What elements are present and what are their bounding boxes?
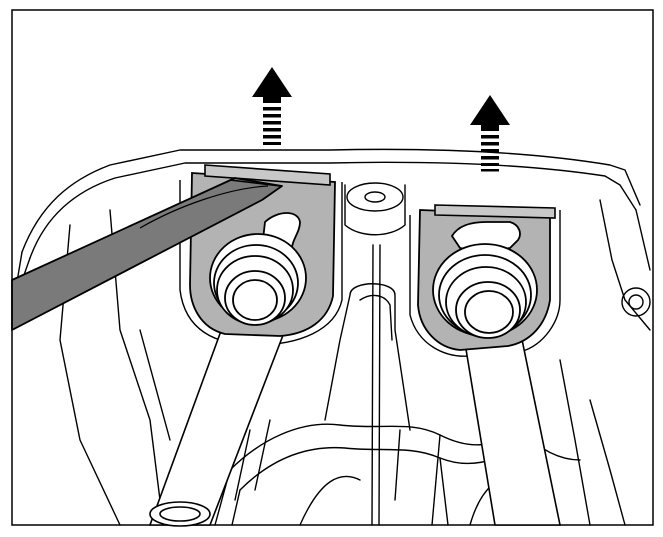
- screwdriver-icon: [11, 177, 283, 331]
- housing-right-pillar: [559, 359, 626, 526]
- center-boss-top: [346, 182, 404, 212]
- lower-web-inner: [239, 446, 516, 491]
- lower-web-slots: [234, 419, 401, 501]
- screwdriver-blade-edge: [229, 179, 281, 187]
- lower-web-right-drop: [431, 434, 449, 526]
- center-post-detail: [359, 294, 393, 341]
- left-clip-top-lip: [204, 164, 331, 186]
- right-mount-hole: [628, 294, 644, 310]
- center-boss-hole: [364, 191, 386, 203]
- right-clip-top-lip: [434, 204, 556, 219]
- left-hose: [148, 319, 287, 527]
- right-grommet: [432, 243, 538, 339]
- up-arrow-icon: [470, 95, 510, 172]
- center-boss-body: [344, 184, 406, 236]
- housing-rim-inner: [29, 161, 637, 259]
- up-arrow-icon: [252, 67, 292, 145]
- center-post: [324, 283, 411, 431]
- screwdriver-shaft: [11, 177, 283, 331]
- screwdriver-tip-highlight: [139, 185, 269, 229]
- housing-rim-outer: [21, 148, 641, 253]
- right-mount-boss: [621, 287, 651, 317]
- center-rod: [371, 244, 381, 526]
- housing-right-wall: [599, 199, 651, 331]
- left-grommet: [209, 233, 307, 326]
